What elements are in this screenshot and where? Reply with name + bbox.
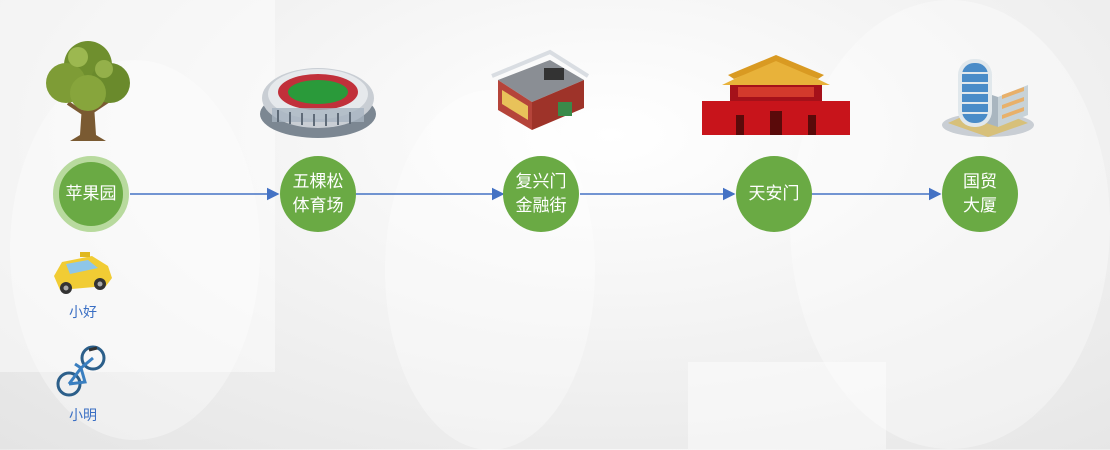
traveler-label: 小好 <box>69 305 97 321</box>
station-label: 国贸 <box>963 172 997 192</box>
building-icon <box>491 49 590 130</box>
station-label: 大厦 <box>963 196 997 216</box>
background-ellipse <box>385 90 595 450</box>
stadium-icon <box>260 68 376 138</box>
station-label: 体育场 <box>292 196 344 216</box>
background-panel-left <box>0 0 275 372</box>
station-label: 复兴门 <box>515 172 567 192</box>
station-label: 苹果园 <box>65 184 117 204</box>
station-apple-orchard: 苹果园 <box>53 156 129 232</box>
background-panel-bottom <box>688 362 886 449</box>
traveler-label: 小明 <box>69 408 97 424</box>
tiananmen-gate-icon <box>702 55 850 135</box>
background-ellipse <box>790 0 1110 449</box>
station-label: 五棵松 <box>292 172 344 192</box>
tree-icon <box>46 41 130 141</box>
station-label: 金融街 <box>515 196 567 216</box>
background-ellipse <box>10 60 260 440</box>
station-fuxingmen: 复兴门 金融街 <box>503 156 579 232</box>
taxi-icon <box>54 252 112 294</box>
station-label: 天安门 <box>748 184 800 204</box>
office-tower-icon <box>942 59 1034 137</box>
bicycle-icon <box>56 345 106 397</box>
station-tiananmen: 天安门 <box>736 156 812 232</box>
station-guomao: 国贸 大厦 <box>942 156 1018 232</box>
station-wukesong: 五棵松 体育场 <box>280 156 356 232</box>
